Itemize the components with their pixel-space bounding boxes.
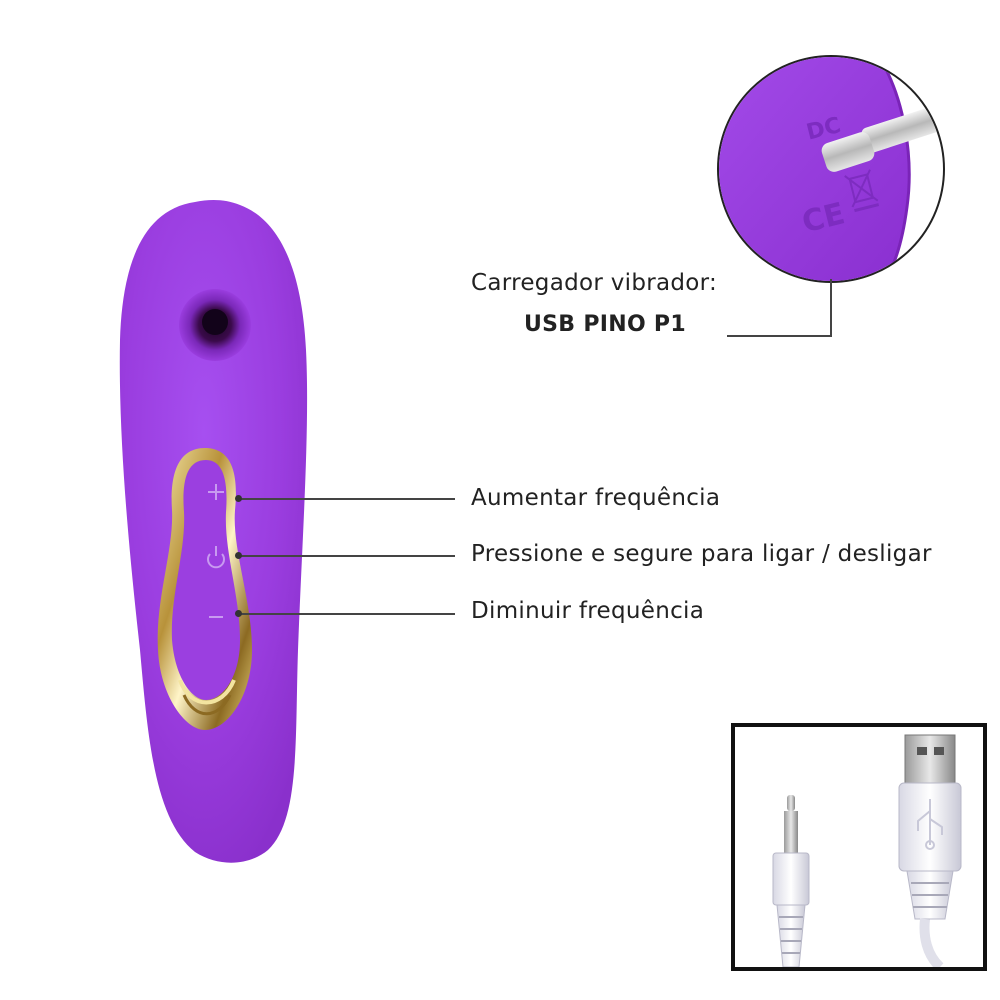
device-body-svg: [119, 200, 308, 863]
increase-label: Aumentar frequência: [471, 485, 721, 511]
dc-pin-connector: [772, 795, 810, 967]
increase-callout-dot: [235, 495, 242, 502]
charger-callout-horizontal: [727, 335, 832, 337]
weee-bin-icon: [844, 169, 880, 213]
usb-connector: [898, 734, 962, 967]
charging-plug: [821, 103, 943, 172]
decrease-callout-line: [238, 613, 455, 615]
increase-callout-line: [238, 498, 455, 500]
charger-callout-vertical: [830, 279, 832, 336]
usb-symbol-icon: [917, 799, 943, 850]
charging-port-zoom: DC CE: [717, 55, 945, 283]
device-image: [100, 180, 340, 870]
cable-photo-box: [731, 723, 987, 971]
power-label: Pressione e segure para ligar / desligar: [471, 541, 932, 567]
power-icon[interactable]: [207, 546, 225, 569]
power-callout-line: [238, 555, 455, 557]
decrease-label: Diminuir frequência: [471, 598, 705, 624]
decrease-callout-dot: [235, 610, 242, 617]
charger-type: USB PINO P1: [524, 312, 686, 337]
charger-title: Carregador vibrador:: [471, 270, 718, 296]
plus-icon[interactable]: [208, 484, 224, 500]
power-callout-dot: [235, 552, 242, 559]
